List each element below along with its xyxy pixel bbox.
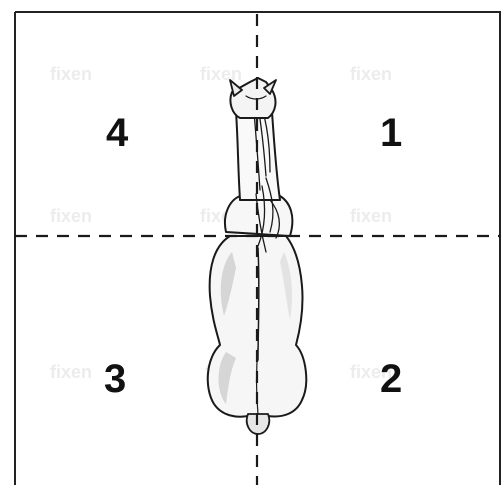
quadrant-3-label: 3 xyxy=(104,357,126,401)
svg-text:fixen: fixen xyxy=(50,362,92,382)
quadrant-4-label: 4 xyxy=(106,111,129,155)
quadrant-2-label: 2 xyxy=(380,357,402,401)
svg-text:fixen: fixen xyxy=(50,64,92,84)
quadrant-1-label: 1 xyxy=(380,111,402,155)
quadrant-dividers xyxy=(15,14,500,485)
svg-text:fixen: fixen xyxy=(350,64,392,84)
svg-text:fixen: fixen xyxy=(200,64,242,84)
svg-text:fixen: fixen xyxy=(50,206,92,226)
svg-text:fixen: fixen xyxy=(350,206,392,226)
